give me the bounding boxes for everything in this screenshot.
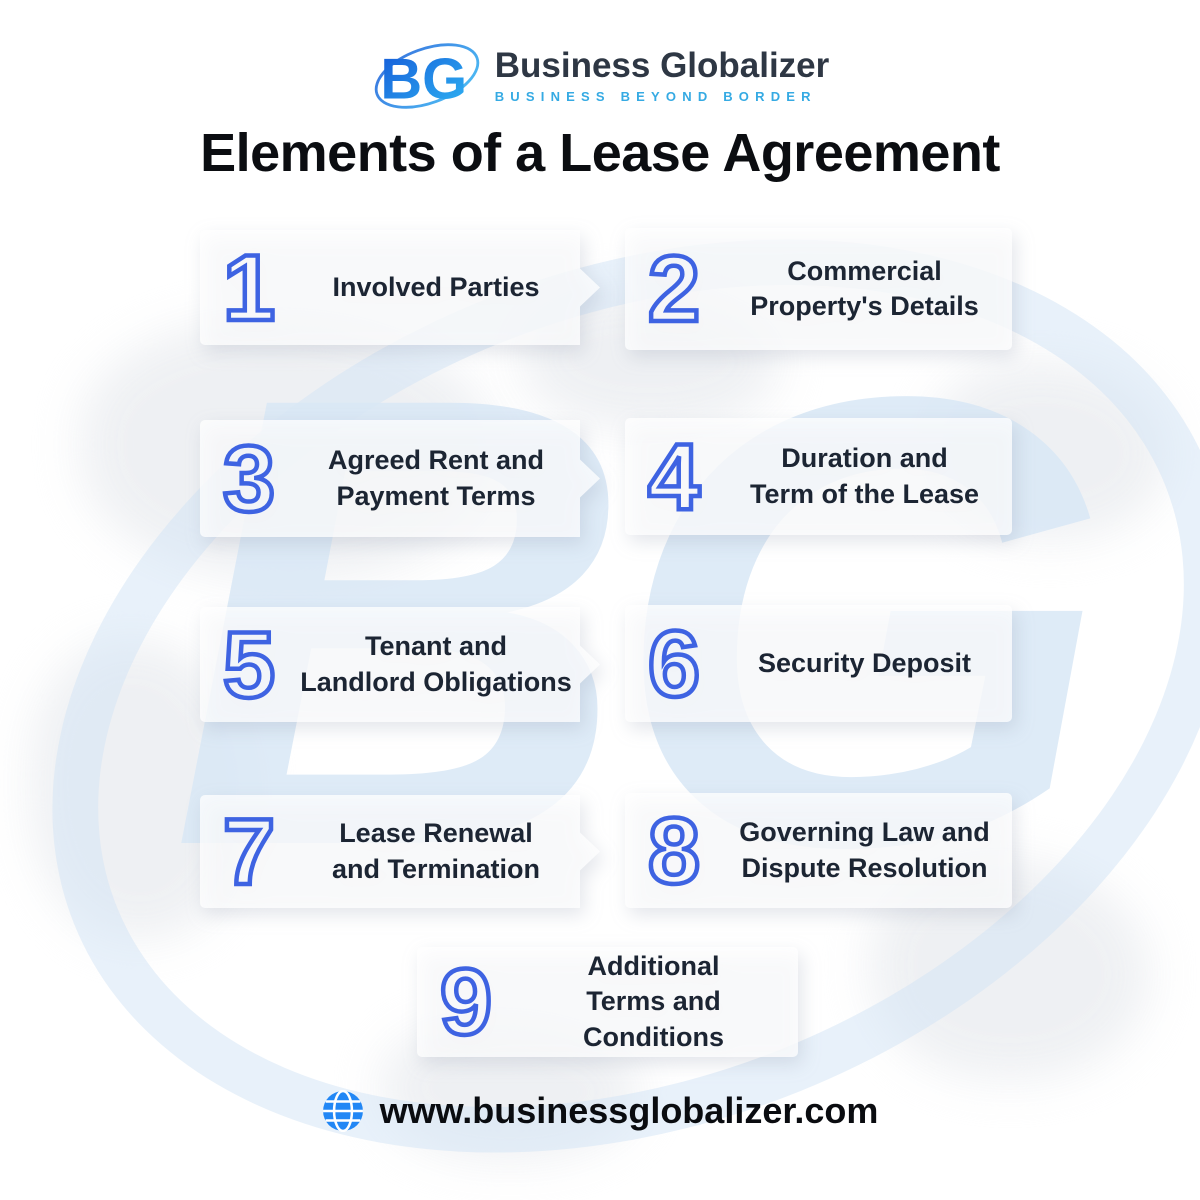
item-number: 6 bbox=[646, 610, 703, 716]
card-security-deposit: 6 Security Deposit bbox=[625, 605, 1012, 722]
item-number: 2 bbox=[646, 236, 703, 341]
brand-tagline: BUSINESS BEYOND BORDER bbox=[494, 89, 817, 105]
item-number: 4 bbox=[646, 423, 703, 529]
item-number: 8 bbox=[646, 797, 703, 903]
item-number: 7 bbox=[222, 798, 276, 904]
card-involved-parties: 1 Involved Parties bbox=[200, 230, 600, 345]
brand-wordmark: Business Globalizer BUSINESS BEYOND BORD… bbox=[494, 45, 830, 105]
footer: www.businessglobalizer.com bbox=[0, 1090, 1200, 1132]
website-link[interactable]: www.businessglobalizer.com bbox=[379, 1090, 879, 1131]
item-number: 5 bbox=[222, 611, 276, 717]
item-label: Security Deposit bbox=[757, 647, 972, 678]
brand-name: Business Globalizer bbox=[494, 45, 830, 85]
page-title: Elements of a Lease Agreement bbox=[200, 123, 1000, 183]
item-label: Involved Parties bbox=[332, 271, 540, 302]
logo-mark-text: BG bbox=[380, 47, 467, 111]
item-number: 3 bbox=[222, 425, 276, 531]
globe-icon bbox=[322, 1090, 363, 1132]
item-number: 9 bbox=[438, 949, 495, 1054]
bg-logo-icon: BG bbox=[374, 43, 479, 111]
brand-header: BG Business Globalizer BUSINESS BEYOND B… bbox=[0, 34, 1200, 118]
item-number: 1 bbox=[222, 234, 276, 340]
